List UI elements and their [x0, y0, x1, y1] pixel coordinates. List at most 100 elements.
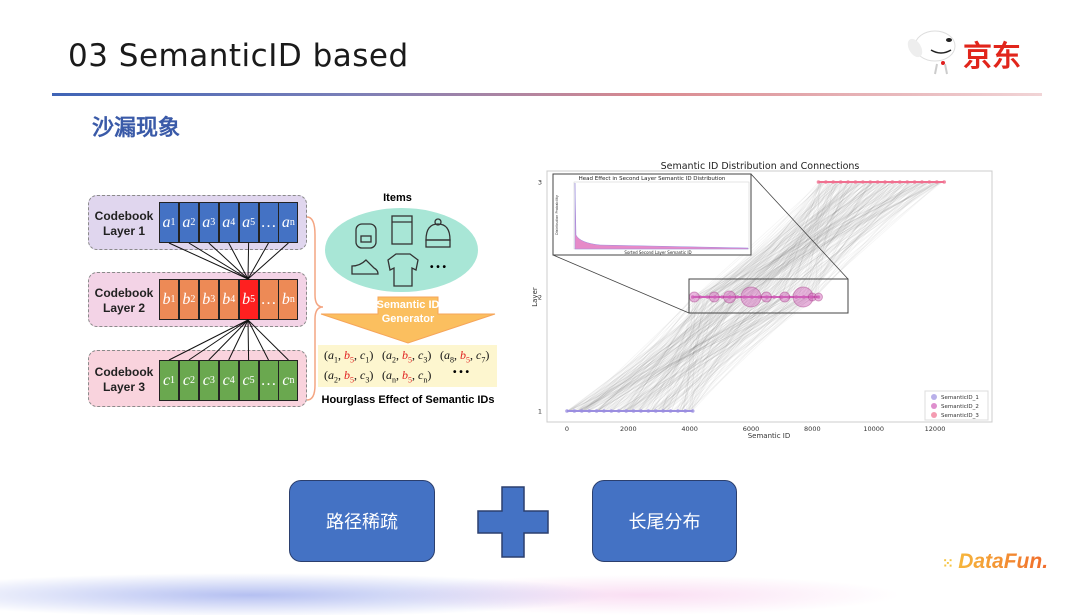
series-1-point — [668, 409, 673, 413]
series-2-big-point — [723, 290, 737, 304]
semantic-id-tuple: (a2, b5, c3) — [382, 348, 432, 365]
codebook-label-line: Codebook — [94, 364, 154, 379]
codebook-cell: … — [258, 202, 279, 243]
series-2-point — [705, 295, 710, 299]
series-3-point — [898, 180, 902, 184]
series-3-point — [935, 180, 939, 184]
series-2-point — [735, 295, 739, 299]
section-subtitle: 沙漏现象 — [92, 116, 181, 141]
x-axis-label: Semantic ID — [748, 432, 791, 440]
series-3-point — [831, 180, 836, 184]
series-2-big-point — [813, 292, 823, 302]
series-2-point — [698, 295, 702, 299]
inset-ylabel: Distribution Probability — [555, 195, 559, 235]
datafun-dots-icon: ⁙ — [942, 555, 954, 571]
series-3-point — [816, 180, 821, 184]
series-2-point — [720, 295, 725, 299]
series-3-point — [861, 180, 865, 184]
series-3-point — [942, 180, 946, 184]
jd-dog-mascot-icon — [907, 30, 956, 75]
semantic-id-tuples: (a1, b5, c1) (a2, b5, c3) (a8, b5, c7) (a2,… — [318, 345, 497, 387]
codebook-label-line: Codebook — [94, 285, 154, 300]
plus-icon — [477, 486, 549, 558]
generator-arrow — [320, 296, 496, 344]
series-3-point — [868, 180, 873, 184]
semantic-id-tuple: (a8, b5, c7) — [440, 348, 490, 365]
semantic-id-chart: Semantic ID Distribution and Connections… — [531, 161, 993, 440]
y-tick-label: 2 — [538, 294, 542, 302]
series-2-point — [764, 295, 769, 299]
series-3-point — [920, 180, 924, 184]
series-3-point — [853, 180, 858, 184]
semantic-id-tuple: (an, b5, cn) — [382, 368, 432, 385]
sneaker-icon — [351, 259, 379, 275]
series-1-point — [587, 409, 591, 413]
series-1-point — [639, 409, 643, 413]
series-3-point — [846, 180, 850, 184]
items-more: • • • — [430, 262, 447, 273]
series-2-point — [809, 295, 813, 299]
series-2-point — [742, 295, 747, 299]
codebook-label-line: Layer 1 — [102, 223, 146, 238]
series-2-big-point — [792, 286, 814, 308]
legend-marker — [931, 394, 937, 400]
inset-distribution — [574, 182, 749, 250]
series-2-big-point — [688, 291, 700, 303]
series-3-point — [838, 180, 843, 184]
inset-title: Head Effect in Second Layer Semantic ID … — [579, 176, 726, 182]
series-1-point — [616, 409, 621, 413]
series-1-point — [572, 409, 577, 413]
tuples-more: • • • — [453, 367, 470, 378]
codebook-cell: … — [258, 279, 279, 320]
series-2-point — [794, 295, 799, 299]
title-divider — [52, 93, 1042, 96]
series-1-point — [609, 409, 614, 413]
x-tick-label: 12000 — [925, 425, 946, 433]
series-1-point — [676, 409, 680, 413]
series-3-point — [912, 180, 917, 184]
series-3-point — [890, 180, 895, 184]
generator-label: Semantic ID Generator — [348, 298, 468, 326]
series-1-point — [579, 409, 584, 413]
series-2-big-point — [708, 291, 720, 303]
legend-entry: SemanticID_3 — [941, 413, 979, 419]
series-3-point — [824, 180, 828, 184]
codebook-label-line: Layer 2 — [102, 300, 146, 315]
legend-entry: SemanticID_1 — [941, 395, 979, 401]
series-2-point — [779, 295, 784, 299]
x-tick-label: 8000 — [804, 425, 821, 433]
y-axis-label: Layer — [531, 287, 539, 307]
semantic-id-tuple: (a1, b5, c1) — [324, 348, 374, 365]
series-1-point — [646, 409, 651, 413]
legend-entry: SemanticID_2 — [941, 404, 979, 410]
x-tick-label: 0 — [565, 425, 569, 433]
semantic-id-tuple: (a2, b5, c3) — [324, 368, 374, 385]
series-3-point — [927, 180, 932, 184]
x-tick-label: 2000 — [620, 425, 637, 433]
items-label: Items — [383, 192, 412, 204]
x-tick-label: 4000 — [681, 425, 698, 433]
series-1-point — [565, 409, 569, 413]
legend-marker — [931, 412, 937, 418]
series-2-point — [787, 295, 791, 299]
legend-marker — [931, 403, 937, 409]
x-tick-label: 10000 — [863, 425, 884, 433]
shirt-icon — [387, 253, 419, 287]
path-sparsity-box: 路径稀疏 — [289, 480, 435, 562]
